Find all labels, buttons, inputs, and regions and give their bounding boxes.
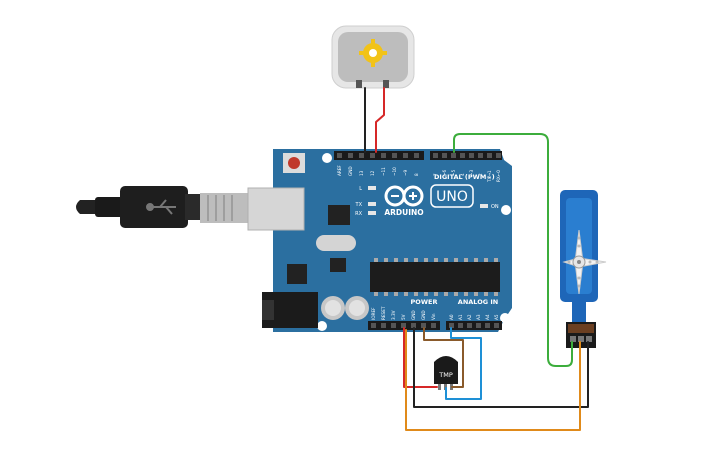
digital-header-left	[334, 151, 424, 160]
led-tx-label: TX	[355, 202, 363, 208]
pin-label: A2	[467, 314, 472, 320]
motor-gear-icon	[359, 39, 387, 67]
small-chip	[330, 258, 346, 272]
pin-label: ~6	[442, 169, 447, 176]
mounting-hole	[317, 321, 327, 331]
pin-label: RX←0	[496, 170, 501, 182]
pin-label: A0	[449, 314, 454, 320]
mounting-hole	[500, 313, 510, 323]
onboard-leds	[368, 186, 488, 215]
pin-label: IOREF	[371, 307, 376, 320]
reset-button[interactable]	[283, 153, 305, 173]
regulator	[287, 264, 307, 284]
power-jack	[262, 292, 318, 328]
pin-label: ~5	[451, 169, 456, 176]
pin-label: ~9	[403, 169, 408, 176]
board-brand: ARDUINO	[384, 208, 423, 217]
power-5v-wire-red[interactable]	[403, 327, 438, 388]
usb-cable[interactable]	[76, 186, 248, 228]
tmp-sensor[interactable]: TMP	[434, 356, 458, 390]
mounting-hole	[322, 153, 332, 163]
usb-b-port	[247, 187, 305, 231]
led-rx-label: RX	[355, 211, 362, 217]
pin-label: ~3	[469, 169, 474, 176]
pin-label: A4	[485, 314, 490, 320]
analog-header	[446, 321, 502, 330]
sensor-ground-wire-brown[interactable]	[423, 327, 464, 388]
digital-header-right	[430, 151, 502, 160]
pin-label: 3.3V	[391, 310, 396, 320]
motor-wire-red[interactable]	[375, 87, 385, 153]
pin-label: A3	[476, 314, 481, 320]
tmp-label: TMP	[438, 371, 453, 379]
pin-label: AREF	[337, 165, 342, 176]
dc-motor[interactable]	[331, 25, 415, 89]
pin-label: A1	[458, 314, 463, 320]
pin-label: 5V	[401, 314, 406, 320]
pin-label: 13	[359, 170, 364, 176]
arduino-uno-board[interactable]: UNO ARDUINO L TX RX ON AREF GND 13 12	[247, 149, 512, 332]
power-label: POWER	[411, 298, 438, 306]
servo-power-wire-orange[interactable]	[405, 329, 581, 431]
crystal-oscillator	[316, 235, 356, 251]
usb-icon	[146, 199, 176, 215]
pin-label: GND	[421, 310, 426, 320]
sensor-signal-wire-blue[interactable]	[445, 327, 482, 400]
pin-label: 4	[460, 173, 465, 176]
pin-label: 8	[414, 173, 419, 176]
pin-label: A5	[494, 314, 499, 320]
atmega-chip	[370, 258, 500, 296]
led-l-label: L	[359, 186, 362, 192]
on-led-label: ON	[491, 204, 499, 210]
pin-label: ~11	[381, 167, 386, 176]
capacitor	[321, 296, 369, 320]
digital-pwm-label: DIGITAL (PWM~)	[434, 173, 495, 181]
pin-label: 7	[433, 173, 438, 176]
arduino-logo	[384, 184, 474, 208]
servo-motor[interactable]	[560, 190, 607, 322]
pin-label: 12	[370, 170, 375, 176]
mounting-hole	[501, 205, 511, 215]
pin-label: GND	[411, 310, 416, 320]
pin-label: GND	[348, 166, 353, 176]
board-model: UNO	[436, 189, 468, 205]
pin-label: Vin	[431, 313, 436, 320]
ground-wire-black[interactable]	[413, 327, 589, 408]
pin-label: RESET	[381, 306, 386, 320]
servo-signal-wire-green[interactable]	[453, 133, 573, 367]
usb-chip	[328, 205, 350, 225]
pin-label: 2	[478, 173, 483, 176]
pin-label: ~10	[392, 167, 397, 176]
pin-label: TX→1	[487, 170, 492, 183]
analog-in-label: ANALOG IN	[458, 298, 498, 306]
